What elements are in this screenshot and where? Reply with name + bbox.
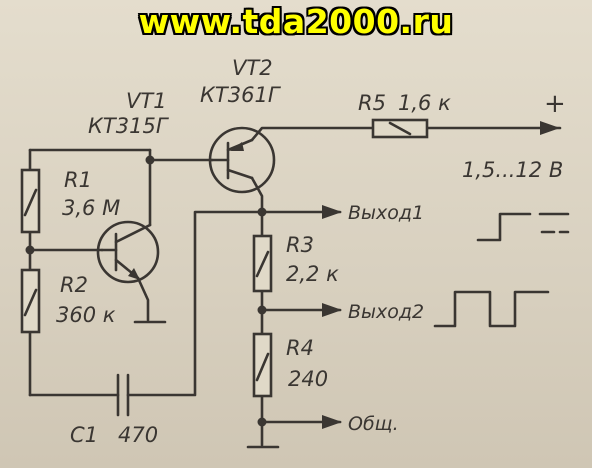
- common-arrow: [322, 415, 342, 429]
- site-url[interactable]: www.tda2000.ru: [138, 2, 454, 41]
- junction-dot: [257, 417, 267, 427]
- r5-ref-label: R5: [358, 91, 386, 115]
- out2-label: Выход2: [348, 301, 424, 323]
- r4-value-label: 240: [288, 367, 328, 391]
- supply-arrow: [540, 121, 560, 135]
- pulse-waveform: [433, 290, 550, 328]
- vt2-transistor: [208, 126, 276, 194]
- dc-output-symbol: [476, 212, 532, 242]
- out1-arrow: [322, 205, 342, 219]
- junction-dot: [257, 207, 267, 217]
- plus-label: +: [544, 89, 566, 119]
- out2-arrow: [322, 303, 342, 317]
- vt1-emitter-wire: [136, 276, 150, 322]
- c1-value-label: 470: [118, 423, 158, 447]
- r1-value-label: 3,6 М: [62, 196, 120, 220]
- r5-resistor: [371, 118, 429, 139]
- r3-value-label: 2,2 к: [286, 262, 339, 286]
- r2-resistor: [20, 268, 41, 334]
- r2-ref-label: R2: [60, 273, 88, 297]
- vt1-type-label: КТ315Г: [88, 114, 170, 138]
- r3-resistor: [252, 234, 273, 293]
- r4-resistor: [252, 332, 273, 398]
- vt2-type-label: КТ361Г: [200, 83, 282, 107]
- junction-dot: [257, 305, 267, 315]
- site-banner: www.tda2000.ru: [0, 0, 592, 44]
- common-label: Общ.: [348, 413, 399, 435]
- vt1-ref-label: VT1: [126, 89, 167, 113]
- r3-ref-label: R3: [286, 233, 314, 257]
- vt2-emitter-wire: [250, 126, 377, 142]
- c1-ref-label: С1: [70, 423, 98, 447]
- c1-capacitor: [116, 373, 130, 417]
- out1-label: Выход1: [348, 202, 424, 224]
- c1-right-wire: [126, 210, 264, 397]
- junction-dot: [145, 155, 155, 165]
- r1-ref-label: R1: [64, 168, 92, 192]
- junction-dot: [25, 245, 35, 255]
- supply-voltage-label: 1,5...12 В: [462, 158, 563, 182]
- r5-value-label: 1,6 к: [398, 91, 451, 115]
- r4-ref-label: R4: [286, 336, 314, 360]
- vt2-ref-label: VT2: [232, 56, 273, 80]
- r2-value-label: 360 к: [56, 303, 116, 327]
- r1-resistor: [20, 168, 41, 234]
- vt1-transistor: [96, 220, 160, 284]
